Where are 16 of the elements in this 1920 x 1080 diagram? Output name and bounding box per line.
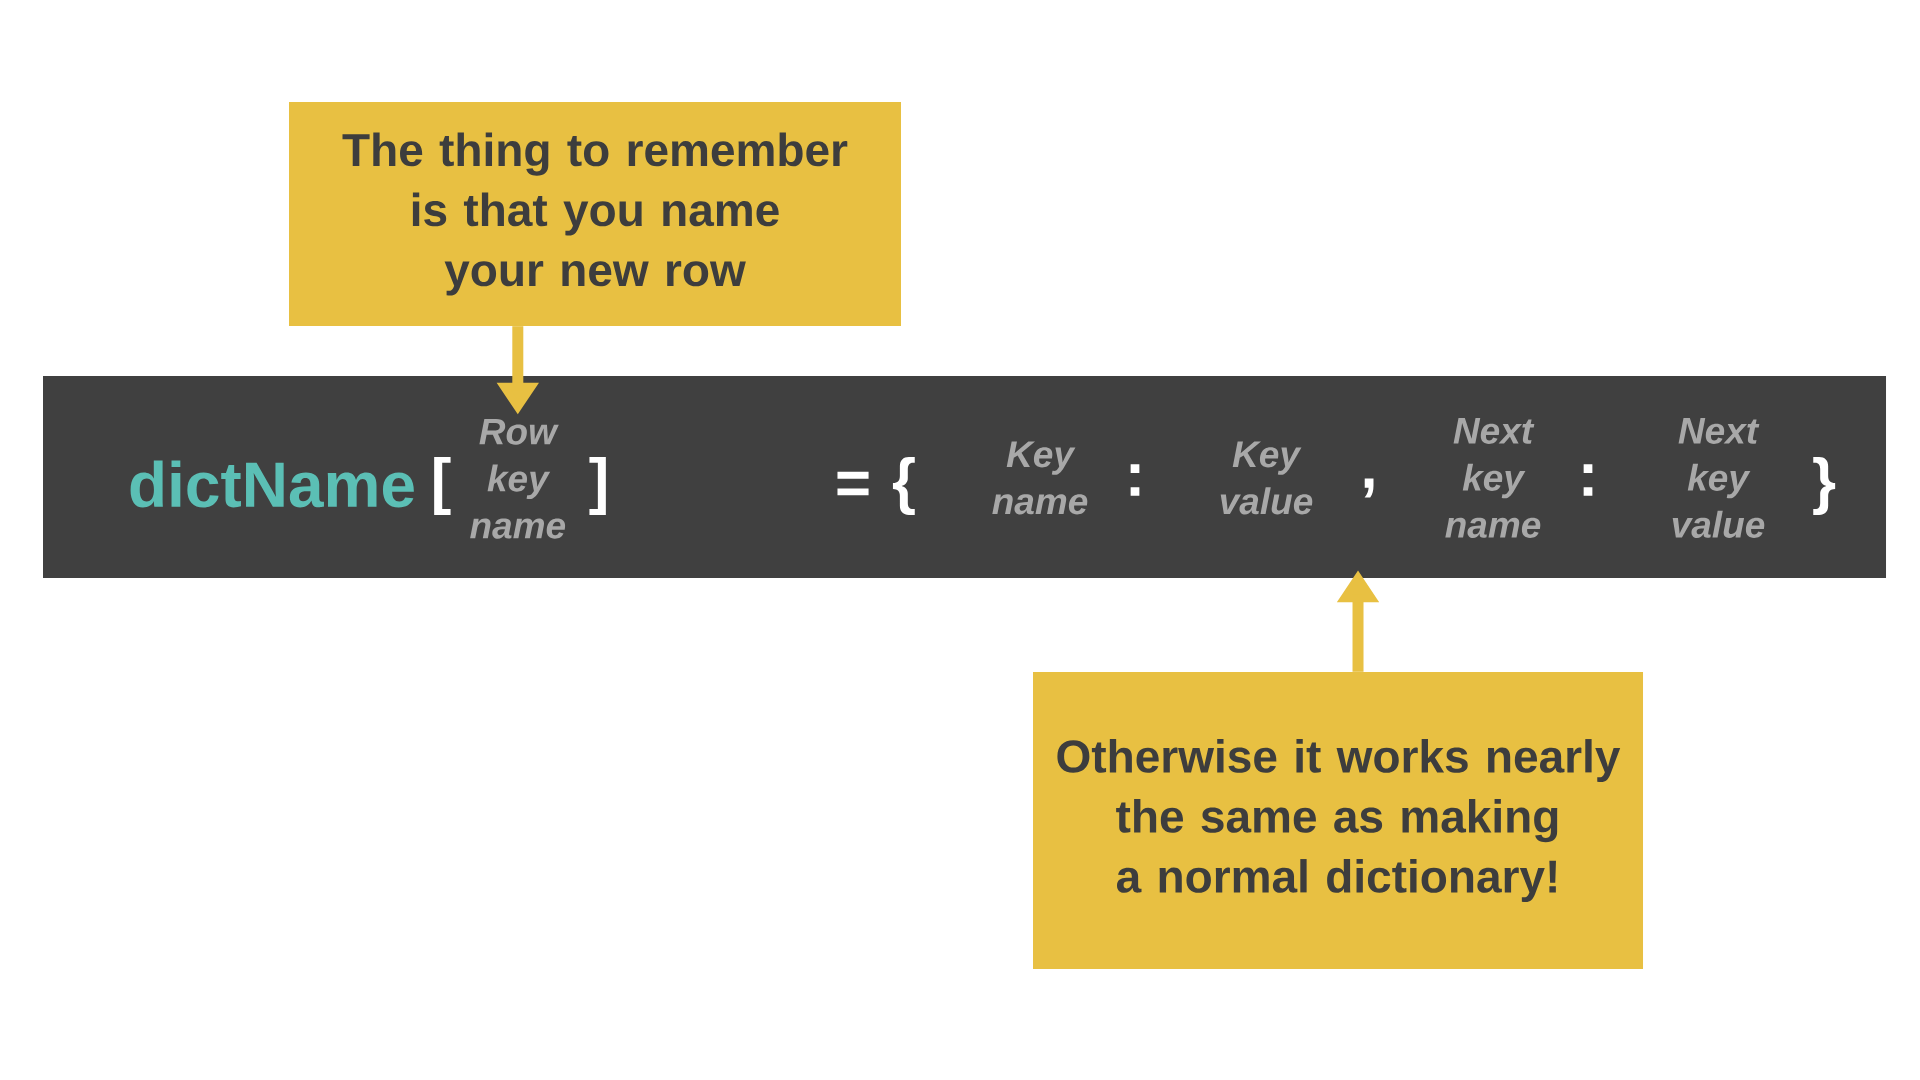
code-symbol: : bbox=[1130, 464, 1140, 496]
code-symbol: , bbox=[1364, 478, 1374, 498]
code-symbol: = bbox=[837, 471, 869, 496]
code-symbol: : bbox=[1583, 464, 1593, 496]
placeholder-text: Next key name bbox=[1445, 418, 1541, 538]
variable-name: dictName bbox=[130, 460, 414, 508]
callout-box: Otherwise it works nearly the same as making a normal dictionary! bbox=[1033, 672, 1643, 969]
code-symbol: } bbox=[1813, 457, 1836, 515]
code-symbol: { bbox=[892, 457, 915, 515]
placeholder-text: Key name bbox=[992, 441, 1088, 515]
placeholder-text: Key value bbox=[1220, 441, 1313, 515]
placeholder-text: Row key name bbox=[470, 418, 566, 539]
code-symbol: [ bbox=[434, 457, 451, 515]
callout-box: The thing to remember is that you name your new row bbox=[289, 102, 901, 326]
code-symbol: ] bbox=[589, 457, 606, 515]
placeholder-text: Next key value bbox=[1672, 418, 1765, 538]
